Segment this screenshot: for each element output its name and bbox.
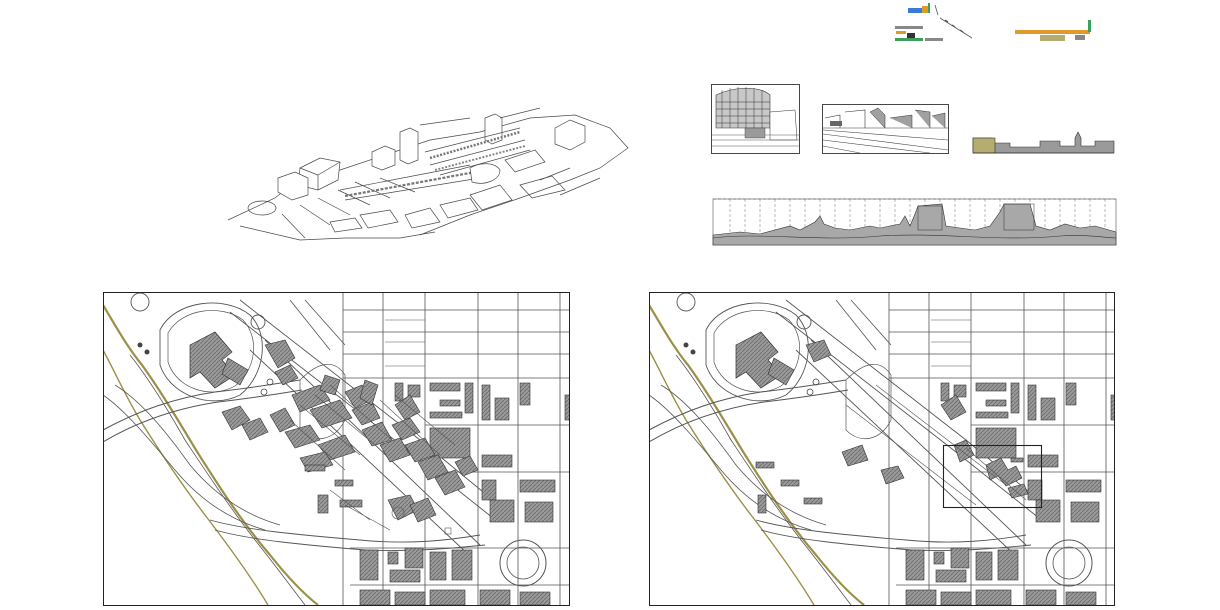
site-plan-proposed [649,292,1115,606]
axonometric-3d-view [227,107,629,241]
elevation-frame-2 [822,104,949,154]
site-plan-existing [103,292,570,606]
elevation-legend-thumbnails [895,3,1091,41]
elevation-frame-3 [972,131,1115,154]
street-elevation-strip [712,198,1117,246]
elevation-frame-1 [711,84,800,154]
